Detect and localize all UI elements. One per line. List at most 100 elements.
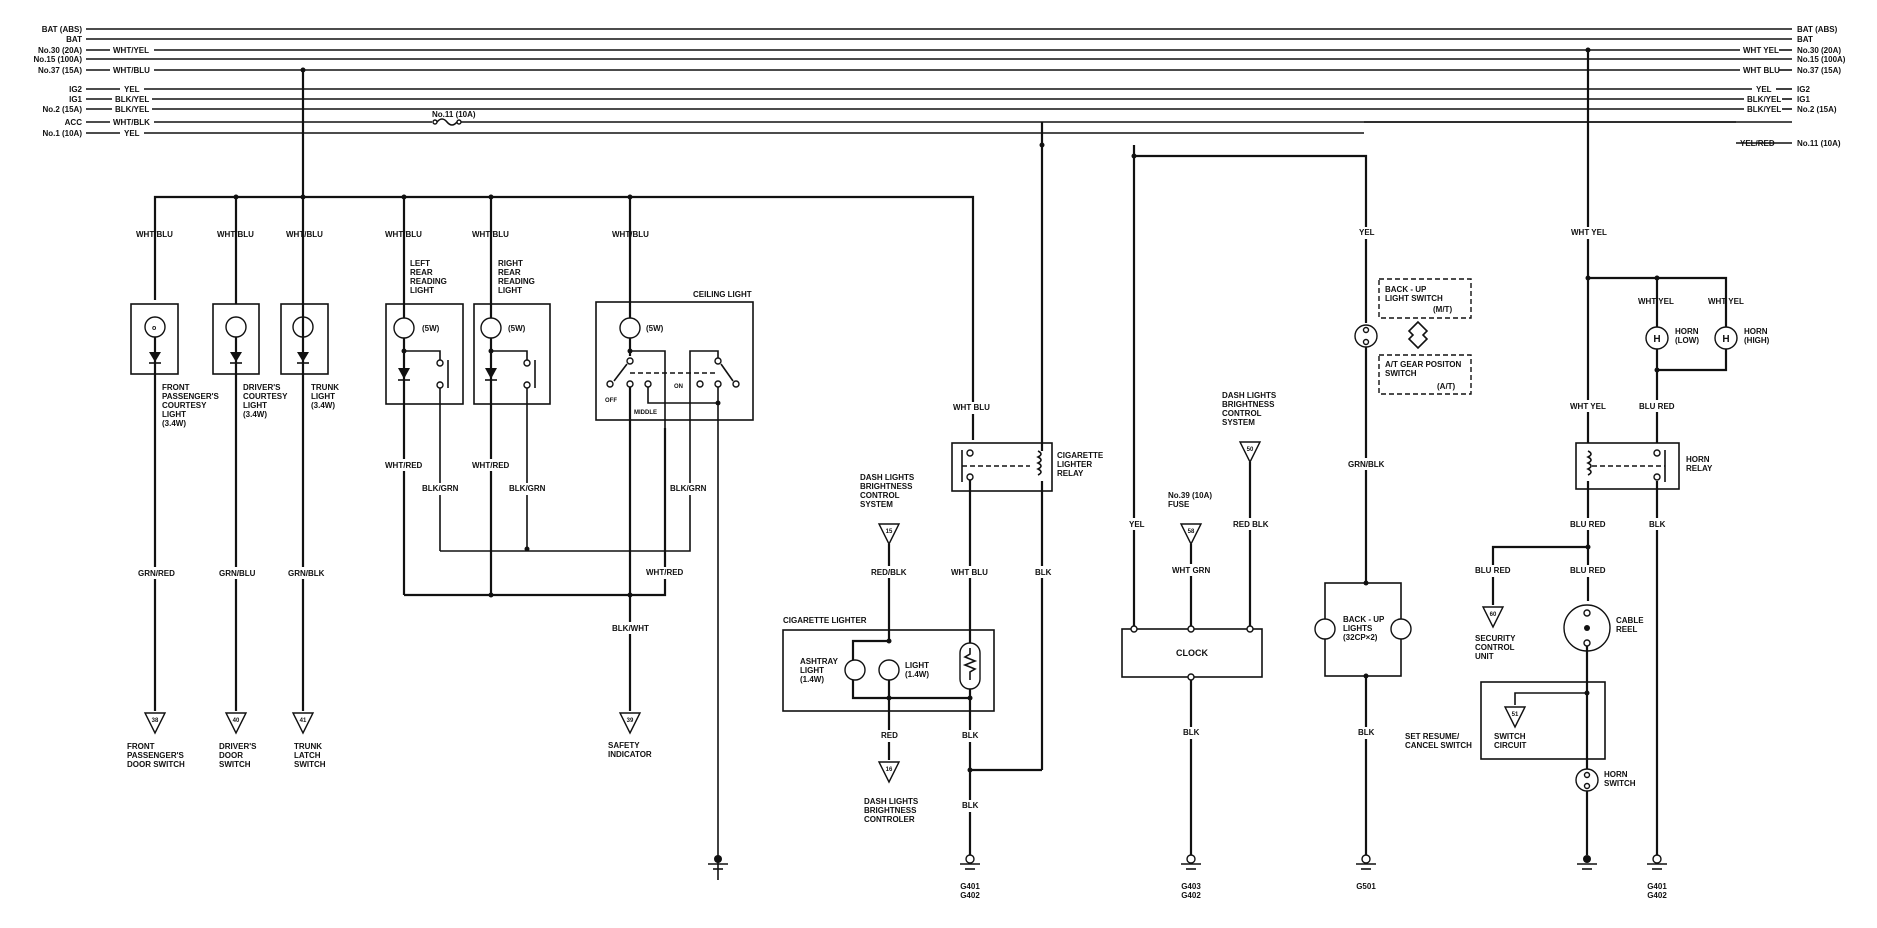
destination-label: DRIVER'S (219, 742, 257, 751)
wire-color-label: BLK/WHT (612, 624, 649, 633)
wire-color-label: WHT YEL (1571, 228, 1607, 237)
junction-dot (715, 400, 721, 406)
wire-color-label: WHT BLU (951, 568, 988, 577)
no37-distribution (153, 67, 975, 440)
dash-lights-label: BRIGHTNESS (860, 482, 913, 491)
destination-label: PASSENGER'S (127, 751, 185, 760)
wire-color-label: GRN/BLU (219, 569, 256, 578)
horn-glyph: H (1722, 334, 1729, 345)
component-label: (3.4W) (162, 419, 186, 428)
relay-terminal (966, 473, 974, 481)
component-label: CANCEL SWITCH (1405, 741, 1472, 750)
label-bg (420, 483, 462, 495)
wire-color-label: BLK (962, 731, 979, 740)
relay-terminal (966, 449, 974, 457)
component-label: HORN (1675, 327, 1699, 336)
fuse-label: No.11 (10A) (432, 110, 476, 119)
component-label: READING (498, 277, 535, 286)
junction-dot (886, 695, 892, 701)
label-bg (217, 567, 257, 579)
connector-number: 38 (152, 718, 159, 724)
component-label: CIRCUIT (1494, 741, 1527, 750)
component-label: LIGHT (498, 286, 522, 295)
destination-label: SAFETY (608, 741, 640, 750)
bus-wire-color: YEL (1756, 85, 1772, 94)
relay-coil-icon (1586, 450, 1592, 476)
reel-center (1584, 625, 1590, 631)
label-bg (1638, 400, 1676, 412)
inline-fuse-no11: No.11 (10A) (432, 110, 476, 126)
connector-number: 41 (300, 718, 307, 724)
switch-lever (613, 363, 628, 382)
bus-wire-color: YEL (124, 85, 140, 94)
wire (404, 350, 441, 360)
fuse-terminal (456, 119, 462, 125)
component-title: CEILING LIGHT (693, 290, 752, 299)
junction-dot (1585, 544, 1591, 550)
junction-dot (488, 592, 494, 598)
label-bg (1357, 727, 1375, 739)
bus-left-label: BAT (66, 35, 82, 44)
blk-grn-return-wire (440, 428, 691, 552)
destination-label: UNIT (1475, 652, 1494, 661)
relay-terminal (1653, 473, 1661, 481)
cigarette-lighter-relay (951, 442, 1053, 492)
power-buses: BAT (ABS) BAT (ABS) BAT BAT No.30 (20A) … (34, 25, 1846, 148)
backup-lights-circuit: YEL BACK - UP LIGHT SWITCH (M/T) A/T GEA… (1134, 154, 1472, 891)
watt-label: (5W) (508, 324, 526, 333)
bus-bat-abs: BAT (ABS) BAT (ABS) (42, 25, 1838, 34)
wire-color-label: WHT/RED (385, 461, 423, 470)
destination-label: SWITCH (294, 760, 326, 769)
component-label: LIGHTS (1343, 624, 1373, 633)
label-bg (1232, 518, 1268, 530)
destination-label: SWITCH (219, 760, 251, 769)
junction-dot (627, 592, 633, 598)
bus-ig1: IG1 BLK/YEL BLK/YEL IG1 (69, 95, 1810, 104)
horn-high-icon (1714, 326, 1738, 350)
connector-number: 39 (627, 718, 634, 724)
label-bg (286, 567, 326, 579)
switch-terminal (626, 357, 634, 365)
label-bg (950, 566, 992, 578)
bus-right-label: BAT (1797, 35, 1813, 44)
dash-lights-label: CONTROL (1222, 409, 1262, 418)
bus-wire-color: BLK/YEL (115, 105, 149, 114)
clock-terminal (1187, 625, 1195, 633)
component-box (385, 303, 464, 405)
wire-color-label: BLK/GRN (422, 484, 459, 493)
switch-label: SWITCH (1385, 369, 1417, 378)
ground-terminal (714, 855, 722, 863)
switch-terminal (1362, 326, 1370, 334)
bulb-icon (1390, 618, 1412, 640)
dash-lights-label: SYSTEM (860, 500, 893, 509)
bus-wire-color: YEL (124, 129, 140, 138)
switch-terminal (523, 359, 531, 367)
bus-no1: No.1 (10A) YEL YEL/RED No.11 (10A) (42, 121, 1841, 148)
label-bg (1034, 566, 1052, 578)
switch-terminal (1583, 782, 1591, 790)
label-bg (1648, 518, 1666, 530)
label-bg (961, 800, 979, 812)
diode-icon (398, 368, 410, 379)
switch-terminal (714, 357, 722, 365)
junction-dot (886, 638, 892, 644)
dash-lights-label: DASH LIGHTS (860, 473, 915, 482)
label-bg (1569, 400, 1607, 412)
bus-no2: No.2 (15A) BLK/YEL BLK/YEL No.2 (15A) (42, 105, 1836, 114)
component-label: (1.4W) (800, 675, 824, 684)
label-bg (644, 567, 688, 579)
wire-color-label: WHT/RED (472, 461, 510, 470)
wire-color-label: BLU RED (1570, 566, 1606, 575)
label-bg (1474, 565, 1512, 577)
junction-dot (1654, 367, 1660, 373)
wire-color-label: RED BLK (1233, 520, 1269, 529)
ground-symbol (1181, 854, 1201, 870)
watt-label: (5W) (422, 324, 440, 333)
component-label: (32CP×2) (1343, 633, 1378, 642)
diode-icon (485, 368, 497, 379)
label-bg (1570, 227, 1608, 239)
component-label: SWITCH (1604, 779, 1636, 788)
label-bg (870, 566, 908, 578)
bus-wire-color: WHT BLU (1743, 66, 1780, 75)
component-label: LIGHT (410, 286, 434, 295)
